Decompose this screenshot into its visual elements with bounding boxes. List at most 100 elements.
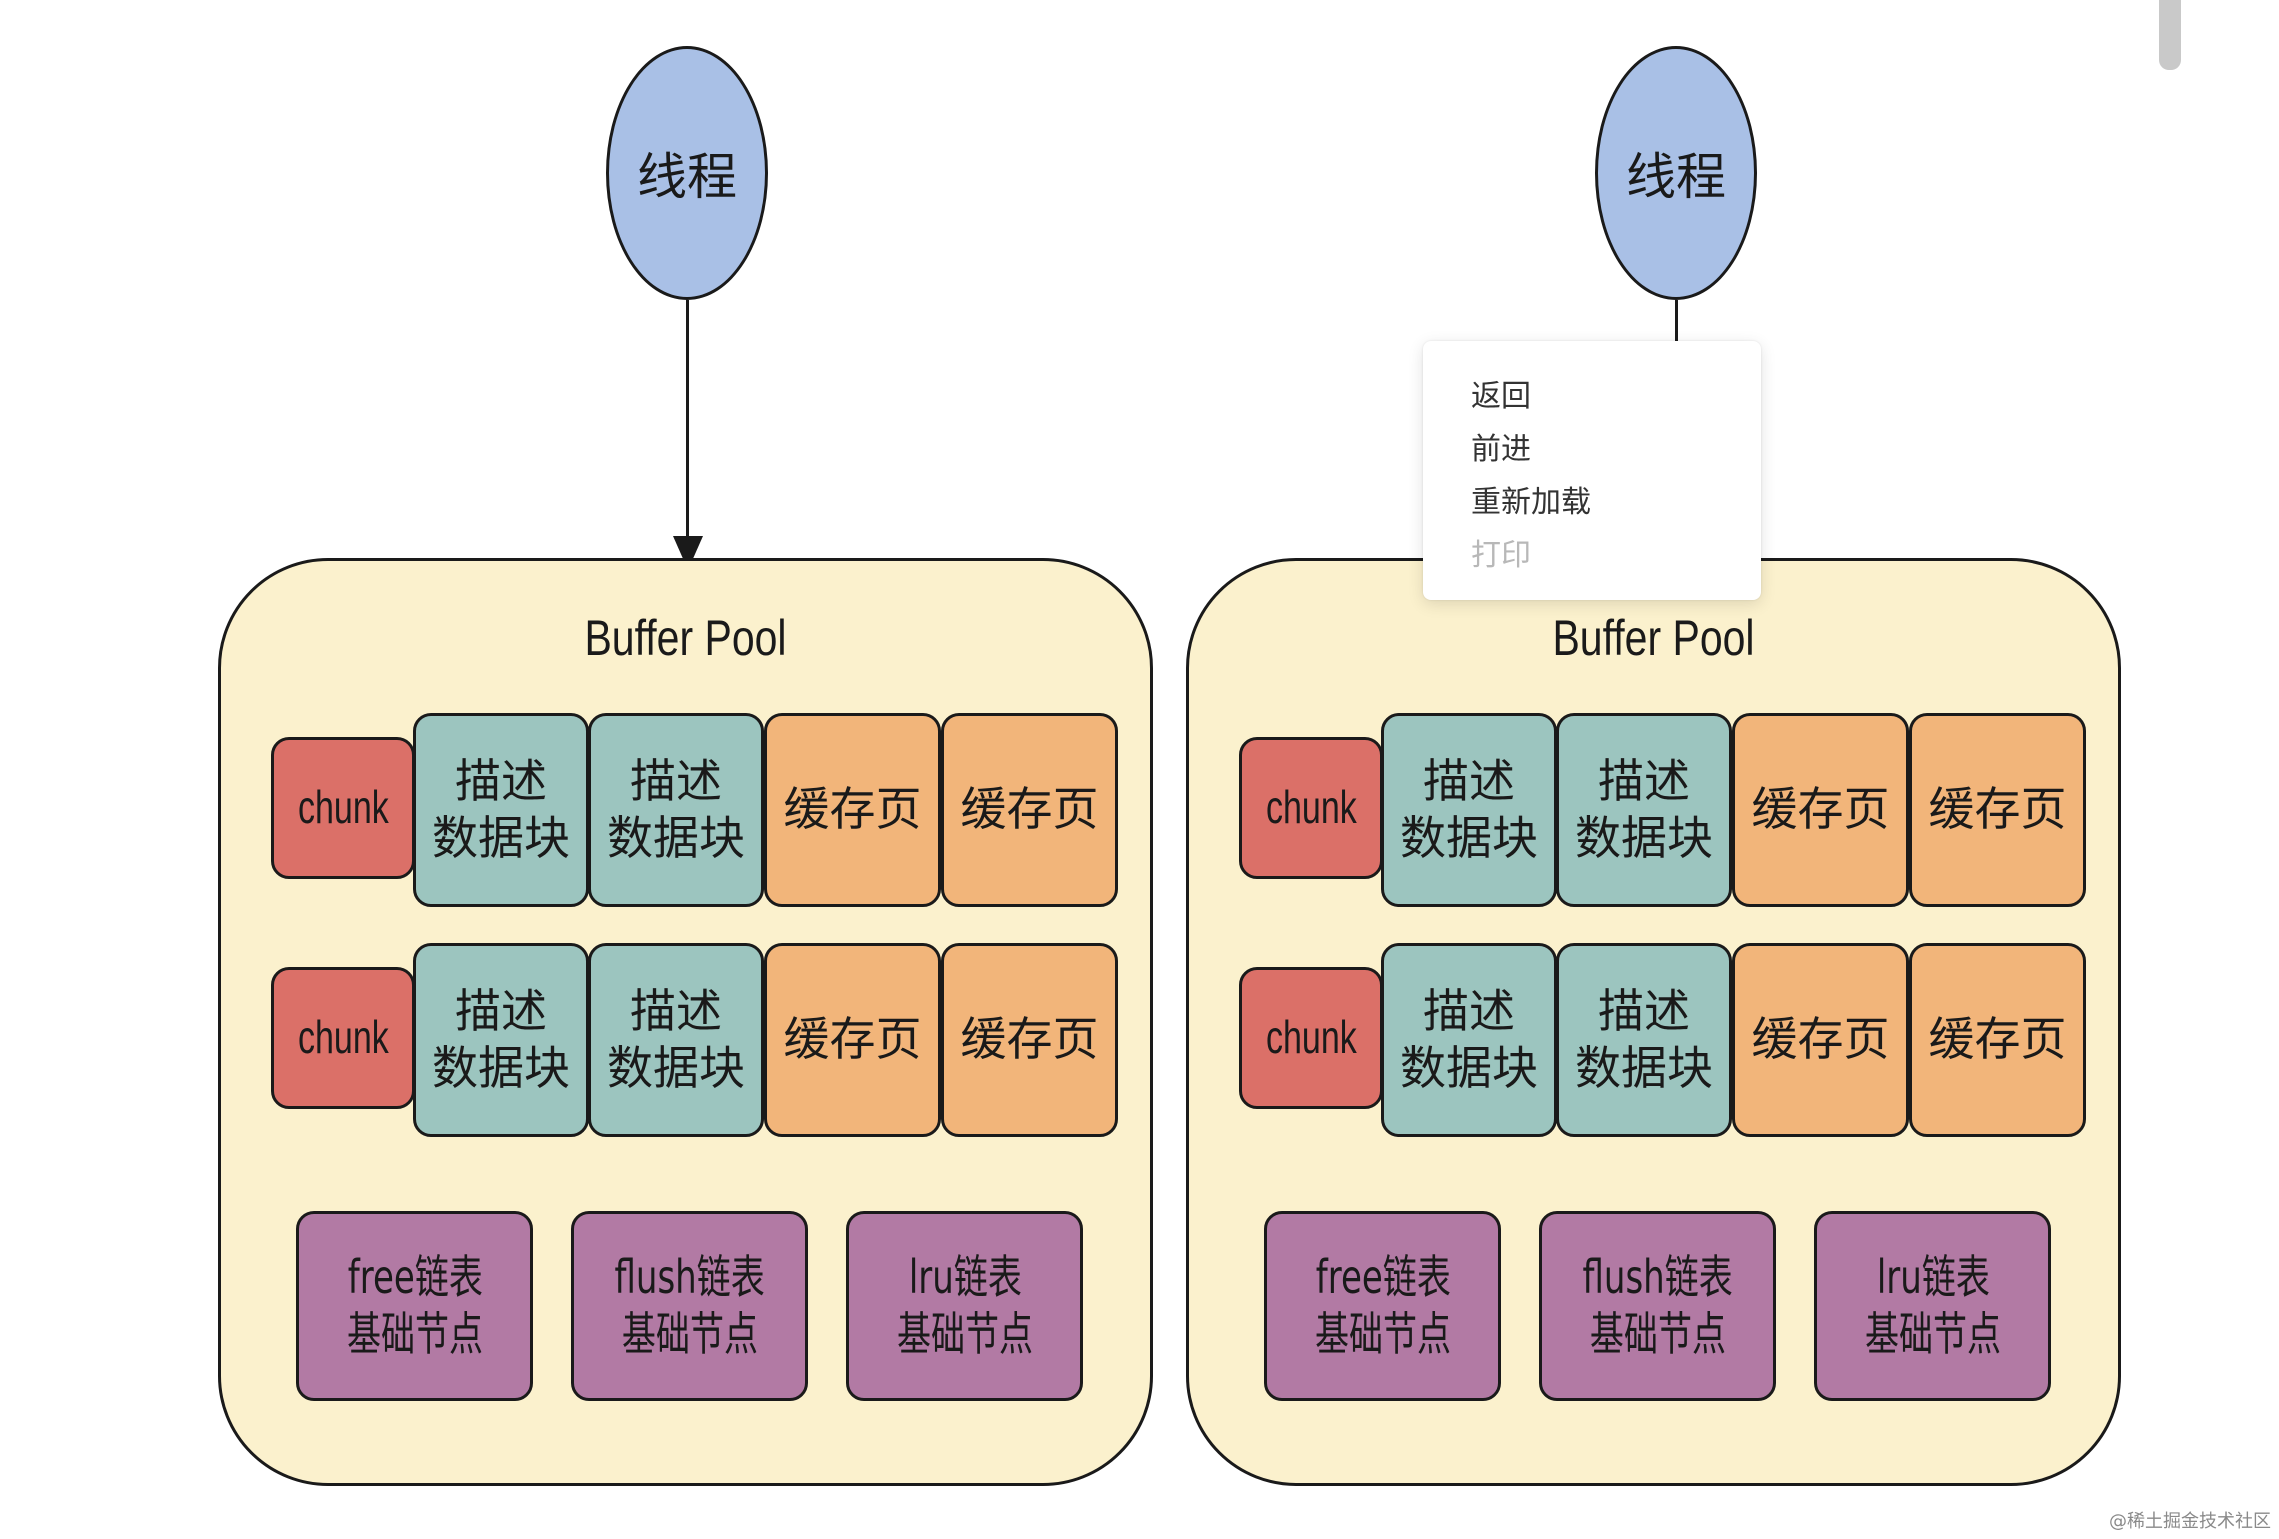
cache-page-block-label: 缓存页 — [1752, 1011, 1890, 1069]
text-line: flush链表 — [614, 1249, 765, 1304]
list-base-node: free链表基础节点 — [296, 1211, 533, 1401]
cache-page-block-label: 缓存页 — [1752, 781, 1890, 839]
descriptor-block: 描述数据块 — [413, 943, 589, 1137]
chunk-block-label: chunk — [290, 779, 396, 837]
text-line: 数据块 — [1400, 1041, 1538, 1095]
list-base-node-label: flush链表基础节点 — [1570, 1249, 1745, 1364]
cache-page-block-label: 缓存页 — [961, 1011, 1099, 1069]
descriptor-block: 描述数据块 — [413, 713, 589, 907]
list-base-node: free链表基础节点 — [1264, 1211, 1501, 1401]
text-line: 缓存页 — [1751, 782, 1890, 837]
descriptor-block: 描述数据块 — [588, 713, 764, 907]
chunk-block: chunk — [271, 737, 415, 879]
descriptor-block-label: 描述数据块 — [1575, 983, 1713, 1098]
descriptor-block-label: 描述数据块 — [1575, 753, 1713, 868]
cache-page-block-label: 缓存页 — [961, 781, 1099, 839]
watermark: @稀土掘金技术社区 — [2109, 1511, 2271, 1532]
text-line: 数据块 — [1400, 811, 1538, 865]
cache-page-block: 缓存页 — [764, 943, 941, 1137]
text-line: chunk — [1265, 1011, 1357, 1064]
cache-page-block: 缓存页 — [1909, 713, 2086, 907]
text-line: 描述 — [1598, 753, 1690, 808]
context-menu: 返回 前进 重新加载 打印 — [1423, 341, 1761, 600]
thread-label: 线程 — [1626, 148, 1726, 206]
text-line: 缓存页 — [1751, 1012, 1890, 1067]
chunk-block-label: chunk — [290, 1009, 396, 1067]
list-base-node: lru链表基础节点 — [1814, 1211, 2051, 1401]
cache-page-block-label: 缓存页 — [1929, 781, 2067, 839]
text-line: 描述 — [1598, 983, 1690, 1038]
cache-page-block: 缓存页 — [764, 713, 941, 907]
descriptor-block: 描述数据块 — [1556, 713, 1732, 907]
descriptor-block: 描述数据块 — [1381, 943, 1557, 1137]
list-base-node: lru链表基础节点 — [846, 1211, 1083, 1401]
chunk-block: chunk — [1239, 737, 1383, 879]
text-line: 描述 — [630, 753, 722, 808]
descriptor-block-label: 描述数据块 — [607, 753, 745, 868]
text-line: chunk — [297, 781, 389, 834]
cache-page-block: 缓存页 — [1732, 713, 1909, 907]
cache-page-block: 缓存页 — [941, 943, 1118, 1137]
text-line: chunk — [297, 1011, 389, 1064]
chunk-block: chunk — [1239, 967, 1383, 1109]
chunk-block: chunk — [271, 967, 415, 1109]
thread-node-left: 线程 — [606, 46, 768, 300]
text-line: 数据块 — [432, 1041, 570, 1095]
list-base-node-label: free链表基础节点 — [1303, 1249, 1461, 1364]
text-line: 描述 — [455, 753, 547, 808]
text-line: 数据块 — [432, 811, 570, 865]
text-line: 基础节点 — [346, 1307, 483, 1361]
buffer-pool-title: Buffer Pool — [584, 610, 787, 666]
descriptor-block-label: 描述数据块 — [432, 983, 570, 1098]
text-line: 基础节点 — [1864, 1307, 2001, 1361]
list-base-node-label: lru链表基础节点 — [1853, 1249, 2011, 1364]
text-line: 缓存页 — [960, 782, 1099, 837]
text-line: 基础节点 — [896, 1307, 1033, 1361]
text-line: 描述 — [1423, 753, 1515, 808]
menu-item-back[interactable]: 返回 — [1471, 379, 1531, 414]
buffer-pool-title: Buffer Pool — [1552, 610, 1755, 666]
text-line: 数据块 — [607, 811, 745, 865]
descriptor-block: 描述数据块 — [588, 943, 764, 1137]
list-base-node-label: flush链表基础节点 — [602, 1249, 777, 1364]
text-line: flush链表 — [1582, 1249, 1733, 1304]
chunk-block-label: chunk — [1258, 1009, 1364, 1067]
cache-page-block-label: 缓存页 — [784, 1011, 922, 1069]
list-base-node-label: lru链表基础节点 — [885, 1249, 1043, 1364]
chunk-block-label: chunk — [1258, 779, 1364, 837]
list-base-node-label: free链表基础节点 — [335, 1249, 493, 1364]
descriptor-block: 描述数据块 — [1381, 713, 1557, 907]
menu-item-reload[interactable]: 重新加载 — [1471, 485, 1591, 520]
text-line: 基础节点 — [1314, 1307, 1451, 1361]
text-line: 描述 — [630, 983, 722, 1038]
descriptor-block: 描述数据块 — [1556, 943, 1732, 1137]
text-line: 描述 — [1423, 983, 1515, 1038]
text-line: 缓存页 — [960, 1012, 1099, 1067]
cache-page-block: 缓存页 — [1732, 943, 1909, 1137]
list-base-node: flush链表基础节点 — [1539, 1211, 1776, 1401]
text-line: chunk — [1265, 781, 1357, 834]
descriptor-block-label: 描述数据块 — [1400, 983, 1538, 1098]
cache-page-block-label: 缓存页 — [784, 781, 922, 839]
cache-page-block: 缓存页 — [1909, 943, 2086, 1137]
text-line: lru链表 — [1875, 1249, 1990, 1304]
text-line: free链表 — [346, 1249, 483, 1304]
text-line: 基础节点 — [1589, 1307, 1726, 1361]
scrollbar-thumb[interactable] — [2159, 0, 2181, 70]
descriptor-block-label: 描述数据块 — [607, 983, 745, 1098]
cache-page-block: 缓存页 — [941, 713, 1118, 907]
descriptor-block-label: 描述数据块 — [432, 753, 570, 868]
menu-item-forward[interactable]: 前进 — [1471, 432, 1531, 467]
list-base-node: flush链表基础节点 — [571, 1211, 808, 1401]
text-line: free链表 — [1314, 1249, 1451, 1304]
descriptor-block-label: 描述数据块 — [1400, 753, 1538, 868]
text-line: 描述 — [455, 983, 547, 1038]
text-line: 缓存页 — [783, 782, 922, 837]
menu-item-print: 打印 — [1471, 538, 1531, 573]
text-line: 缓存页 — [783, 1012, 922, 1067]
text-line: 数据块 — [607, 1041, 745, 1095]
text-line: 数据块 — [1575, 1041, 1713, 1095]
